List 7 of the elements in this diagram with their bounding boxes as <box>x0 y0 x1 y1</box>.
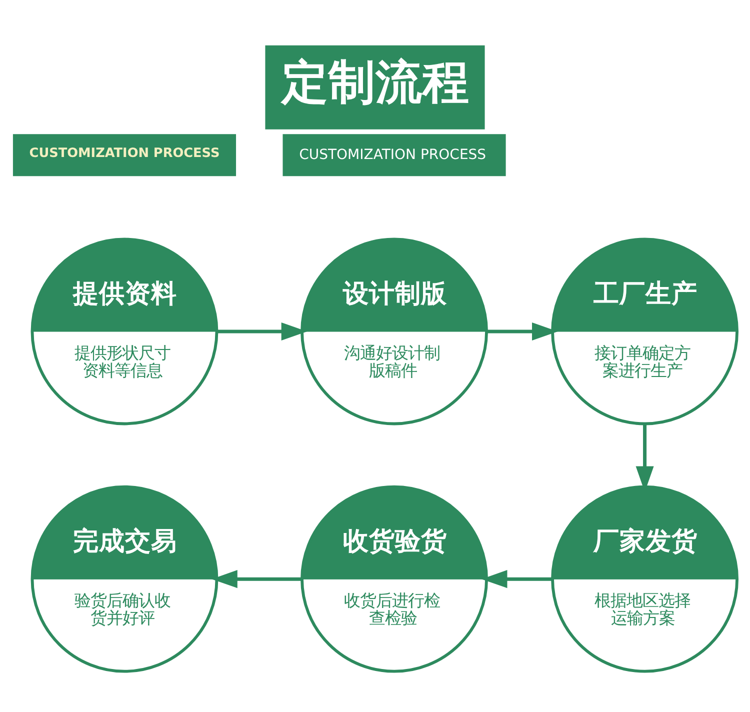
arrow <box>216 322 308 340</box>
label: CUSTOMIZATION PROCESS <box>299 146 486 163</box>
arrow <box>486 322 558 340</box>
arrow <box>481 570 552 588</box>
label: CUSTOMIZATION PROCESS <box>29 146 220 162</box>
diagram-title: 定制流程 <box>282 56 470 110</box>
arrow <box>212 570 302 588</box>
